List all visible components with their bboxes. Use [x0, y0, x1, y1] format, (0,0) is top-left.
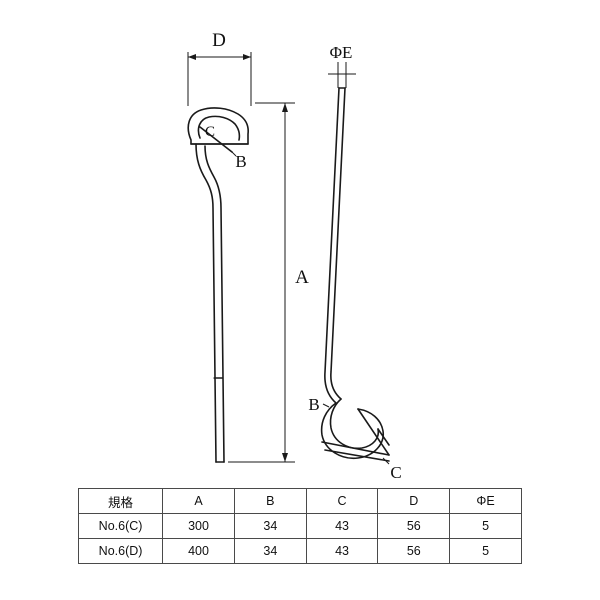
table-cell: 300: [162, 513, 235, 539]
table-header-cell: D: [377, 488, 451, 514]
table-header-cell: B: [233, 488, 307, 514]
table-cell: 400: [162, 538, 235, 564]
table-header-cell: C: [305, 488, 379, 514]
label-c-right: C: [390, 463, 401, 482]
table-cell: No.6(C): [77, 513, 164, 539]
table-cell: 56: [377, 513, 451, 539]
table-cell: 43: [305, 538, 379, 564]
table-cell: No.6(D): [77, 538, 164, 564]
table-row: No.6(C) 300 34 43 56 5: [77, 513, 522, 539]
table-row: No.6(D) 400 34 43 56 5: [77, 538, 522, 564]
leader-b-left: [231, 151, 237, 157]
label-a: A: [295, 267, 309, 288]
hook-bolt-right-view: [320, 87, 390, 462]
table-cell: 34: [233, 513, 307, 539]
table-cell: 34: [233, 538, 307, 564]
table-header-row: 規格 A B C D ΦE: [77, 488, 522, 514]
dimension-phi-e: [328, 62, 356, 88]
table-cell: 43: [305, 513, 379, 539]
table-cell: 5: [449, 513, 522, 539]
hook-bolt-left-view: [187, 107, 249, 463]
dimension-a: [228, 102, 295, 463]
leader-b-right: [322, 403, 330, 408]
table-header-cell: ΦE: [449, 488, 522, 514]
label-d-left: D: [212, 30, 226, 51]
table-header-cell: A: [162, 488, 235, 514]
label-phi-e: ΦE: [330, 43, 353, 62]
table-cell: 5: [449, 538, 522, 564]
specification-table: 規格 A B C D ΦE No.6(C) 300 34 43 56 5 No.…: [77, 488, 522, 564]
label-b-right: B: [308, 395, 319, 414]
leader-c-right: [382, 457, 390, 465]
table-cell: 56: [377, 538, 451, 564]
dimension-d-left: [187, 52, 252, 106]
label-b-left: B: [235, 152, 246, 171]
label-c-left: C: [205, 124, 215, 140]
table-header-cell: 規格: [77, 488, 164, 514]
